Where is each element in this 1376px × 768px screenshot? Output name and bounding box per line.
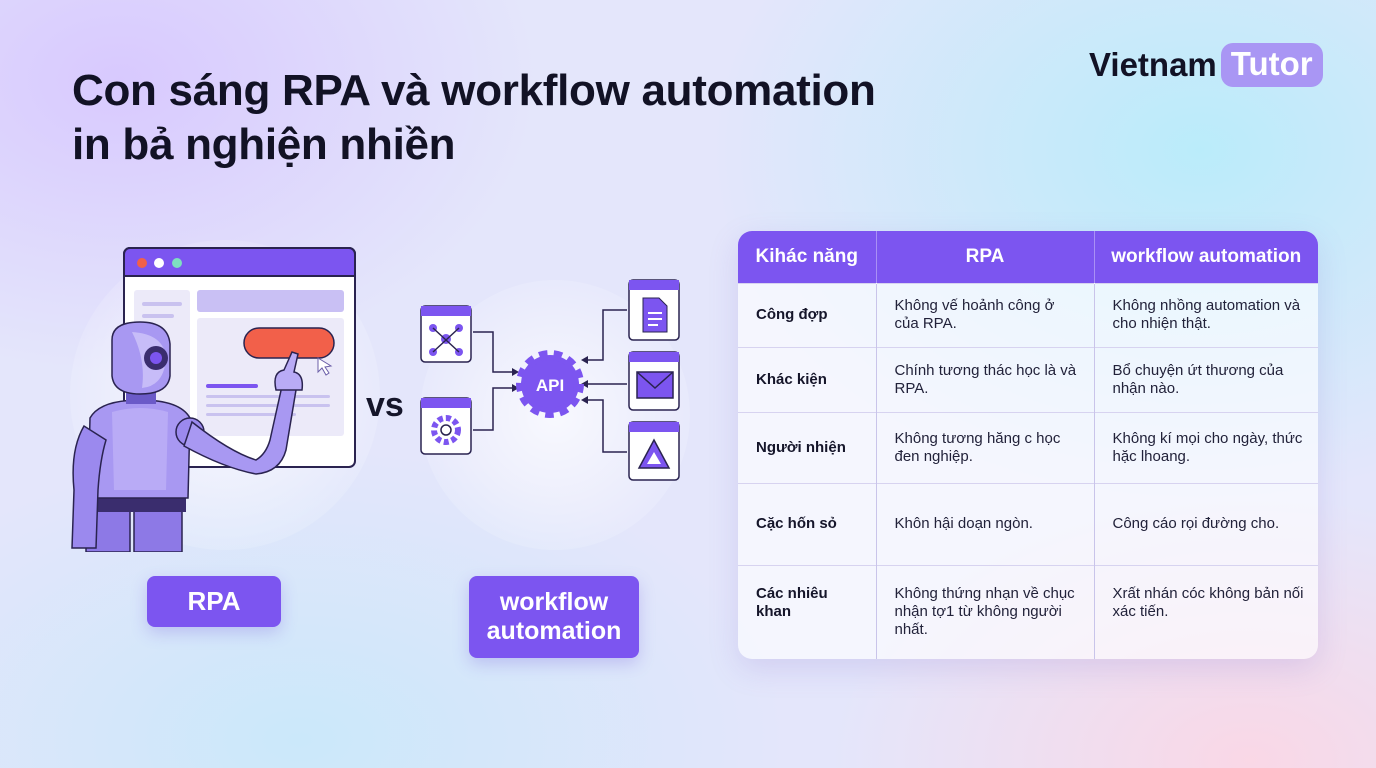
table-row: Khác kiện Chính tương thác học là và RPA… <box>738 346 1318 412</box>
brand-logo: Vietnam Tutor <box>1089 42 1323 88</box>
cloud-drive-icon <box>628 421 680 481</box>
page-title: Con sáng RPA và workflow automation in b… <box>72 64 876 172</box>
rpa-illustration <box>71 247 356 552</box>
feature-cell: Công đợp <box>738 282 877 347</box>
robot-icon <box>71 321 304 552</box>
document-icon <box>628 279 680 341</box>
workflow-cell: Bổ chuyện ứt thương của nhận nào. <box>1094 346 1318 412</box>
workflow-label-line-2: automation <box>486 617 622 645</box>
logo-text-vietnam: Vietnam <box>1089 46 1217 83</box>
rpa-cell: Không tương hăng c học đen nghiệp. <box>876 411 1095 483</box>
browser-window-icon <box>123 247 356 468</box>
workflow-cell: Không kí mọi cho ngày, thức hặc lhoang. <box>1094 411 1318 483</box>
email-icon <box>628 351 680 411</box>
workflow-cell: Công cáo rọi đường cho. <box>1094 482 1318 565</box>
rpa-label: RPA <box>147 576 281 627</box>
table-row: Người nhiện Không tương hăng c học đen n… <box>738 411 1318 483</box>
title-line-1: Con sáng RPA và workflow automation <box>72 66 876 115</box>
rpa-cell: Không vế hoảnh công ở của RPA. <box>876 282 1095 347</box>
feature-cell: Khác kiện <box>738 346 877 412</box>
comparison-table: Kihác năng RPA workflow automation Công … <box>738 231 1318 659</box>
workflow-cell: Xrất nhán cóc không bản nối xác tiến. <box>1094 564 1318 659</box>
table-row: Các nhiêu khan Không thứng nhạn về chục … <box>738 564 1318 659</box>
feature-cell: Cặc hốn sỏ <box>738 482 877 565</box>
header-feature: Kihác năng <box>738 231 877 283</box>
workflow-diagram: API <box>420 279 680 481</box>
rpa-cell: Không thứng nhạn về chục nhận tợ1 từ khô… <box>876 564 1095 659</box>
table-header-row: Kihác năng RPA workflow automation <box>738 231 1318 283</box>
settings-gear-icon <box>420 397 472 455</box>
feature-cell: Các nhiêu khan <box>738 564 877 659</box>
table-row: Cặc hốn sỏ Khôn hậi doạn ngòn. Công cáo … <box>738 482 1318 565</box>
logo-text-tutor: Tutor <box>1220 43 1323 87</box>
rpa-cell: Khôn hậi doạn ngòn. <box>876 482 1095 565</box>
network-node-icon <box>420 305 472 363</box>
workflow-cell: Không nhồng automation và cho nhiện thật… <box>1094 282 1318 347</box>
header-workflow: workflow automation <box>1094 231 1318 283</box>
rpa-cell: Chính tương thác học là và RPA. <box>876 346 1095 412</box>
feature-cell: Người nhiện <box>738 411 877 483</box>
vs-label: vs <box>366 386 404 424</box>
workflow-label-line-1: workflow <box>499 588 609 616</box>
api-gear-icon <box>516 350 584 418</box>
table-row: Công đợp Không vế hoảnh công ở của RPA. … <box>738 282 1318 347</box>
workflow-automation-label: workflow automation <box>469 576 639 658</box>
title-line-2: in bả nghiện nhiền <box>72 120 456 169</box>
header-rpa: RPA <box>876 231 1095 283</box>
api-label: API <box>536 376 564 395</box>
